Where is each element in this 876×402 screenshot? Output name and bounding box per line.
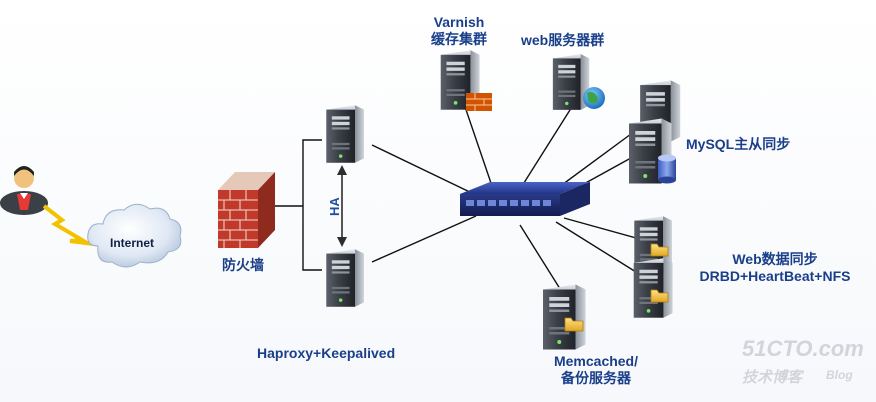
haproxy-server-backup: [326, 249, 364, 307]
switch-icon: [460, 182, 590, 216]
user-icon: [0, 166, 48, 215]
ha-link-arrow: [337, 165, 347, 247]
firewall-badge-icon: [466, 93, 492, 111]
varnish-label-line1: Varnish: [433, 14, 485, 30]
folder-icon: [564, 317, 584, 332]
watermark-site: 51CTO.com: [742, 336, 864, 361]
firewall-label: 防火墙: [222, 257, 264, 273]
varnish-label: Varnish 缓存集群: [420, 14, 498, 48]
web-sync-label-line1: Web数据同步: [732, 251, 818, 267]
haproxy-label: Haproxy+Keepalived: [257, 345, 396, 361]
web-sync-label-line2: DRBD+HeartBeat+NFS: [699, 268, 851, 284]
cloud-icon: [87, 203, 182, 268]
haproxy-server-primary: [326, 105, 364, 163]
firewall-icon: [218, 172, 275, 248]
web-cluster-label: web服务器群: [521, 32, 605, 48]
network-links: [268, 97, 651, 293]
ha-label: HA: [327, 197, 342, 216]
watermark-blog: Blog: [826, 368, 853, 382]
folder-icon: [650, 243, 669, 303]
lightning-icon: [42, 204, 95, 246]
memcached-label-line2: 备份服务器: [561, 370, 631, 386]
memcached-label-line1: Memcached/: [553, 353, 639, 369]
mysql-label: MySQL主从同步: [686, 136, 791, 152]
memcached-server: [543, 284, 586, 350]
internet-label: Internet: [110, 236, 155, 250]
watermark-sub: 技术博客: [742, 369, 803, 386]
web-sync-server-2: [633, 258, 673, 318]
varnish-label-line2: 缓存集群: [431, 31, 487, 47]
database-icon: [658, 154, 676, 184]
memcached-label: Memcached/ 备份服务器: [536, 353, 656, 387]
web-sync-label: Web数据同步 DRBD+HeartBeat+NFS: [684, 251, 866, 285]
